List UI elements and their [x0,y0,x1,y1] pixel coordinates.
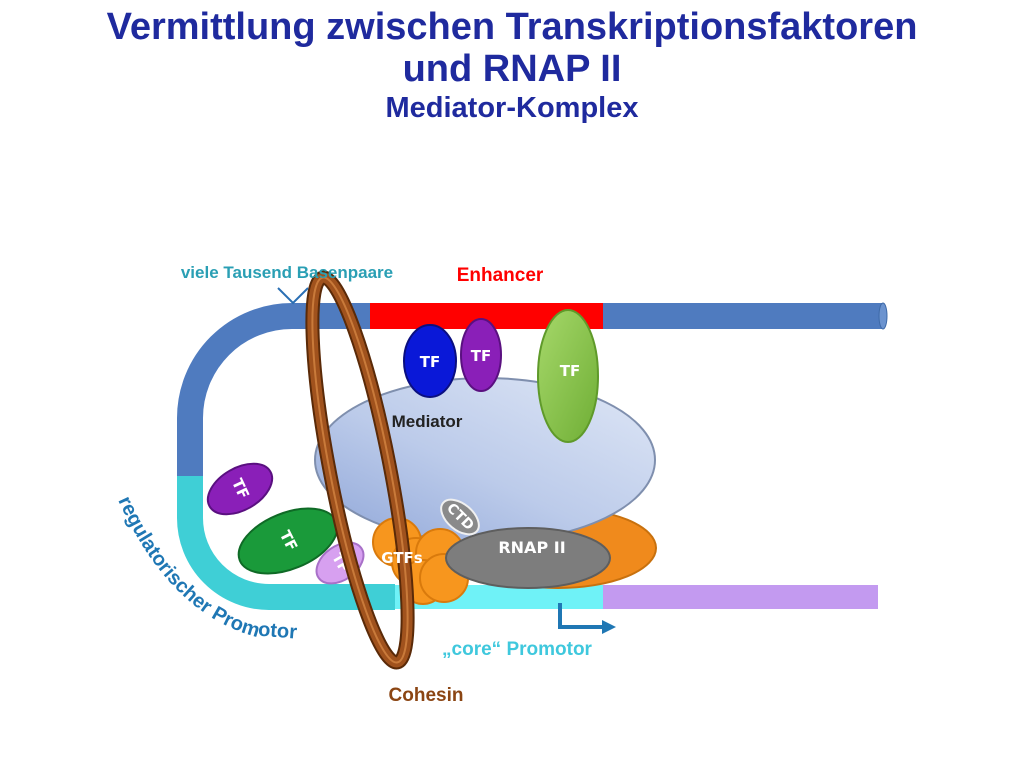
core-promotor-label: „core“ Promotor [442,639,593,660]
tf-label: TF [471,347,491,365]
rnap-ii [445,527,611,589]
viele-tausend-label: viele Tausend Basenpaare [181,263,393,282]
rnap-label: RNAP II [498,538,565,557]
enhancer-label: Enhancer [457,265,544,286]
page-subtitle: Mediator-Komplex [385,92,639,124]
regulatory-promoter-segment [177,476,395,610]
title-block: Vermittlung zwischen Transkriptionsfakto… [0,6,1024,126]
page-title-line1: Vermittlung zwischen Transkriptionsfakto… [106,6,918,48]
tf-green-large: TF [537,309,599,443]
ctd [440,498,480,536]
page-title-line2: und RNAP II [402,48,622,90]
gtfs-label: GTFs [381,549,423,567]
mediator-label: Mediator [392,412,463,431]
tf-purple-left: TF [206,462,274,516]
tf-navy: TF [403,324,457,398]
dna-end-cap [878,302,888,330]
downstream-dna-segment [603,585,878,609]
tf-label: TF [420,353,440,371]
dna-loop [177,303,300,478]
mediator-complex [314,377,656,543]
transcription-start-arrow [558,603,616,634]
basepairs-pointer [277,287,309,305]
cohesin-label: Cohesin [389,685,464,706]
tf-label: TF [560,362,580,380]
cohesin-ring [305,270,415,670]
tf-purple-top: TF [460,318,502,392]
